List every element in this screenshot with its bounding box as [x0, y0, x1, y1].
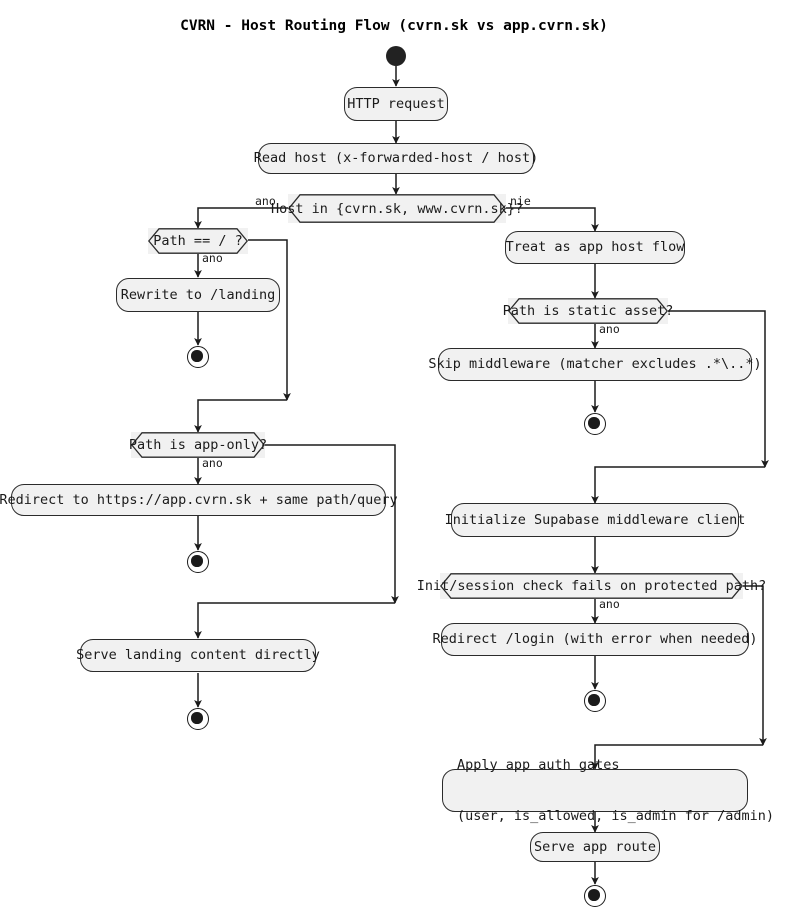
decision-host-in-cvrn[interactable]: Host in {cvrn.sk, www.cvrn.sk}?: [271, 194, 523, 223]
decision-init-session-fails[interactable]: Init/session check fails on protected pa…: [417, 573, 766, 599]
decision-path-is-app-only-label: Path is app-only?: [128, 437, 268, 453]
node-rewrite-to-landing[interactable]: Rewrite to /landing: [116, 278, 280, 312]
end-node-landing-rewrite: [187, 346, 209, 368]
end-node-serve-app-route: [584, 885, 606, 907]
diagram-title: CVRN - Host Routing Flow (cvrn.sk vs app…: [180, 18, 608, 34]
decision-init-session-fails-label: Init/session check fails on protected pa…: [416, 578, 767, 594]
edge-label-path-root-yes: ano: [202, 251, 223, 265]
apply-auth-gates-line-1: Apply app auth gates: [457, 756, 620, 773]
decision-host-in-cvrn-label: Host in {cvrn.sk, www.cvrn.sk}?: [271, 200, 523, 217]
apply-auth-gates-line-2: (user, is_allowed, is_admin for /admin): [457, 807, 774, 824]
edge-label-path-app-only-yes: ano: [202, 456, 223, 470]
edge-label-static-asset-yes: ano: [599, 322, 620, 336]
node-read-host[interactable]: Read host (x-forwarded-host / host): [254, 143, 538, 174]
node-serve-app-route[interactable]: Serve app route: [530, 832, 660, 862]
node-redirect-to-app-host[interactable]: Redirect to https://app.cvrn.sk + same p…: [0, 484, 398, 516]
node-treat-as-app-host-flow[interactable]: Treat as app host flow: [505, 231, 685, 264]
node-initialize-supabase-client[interactable]: Initialize Supabase middleware client: [445, 503, 745, 537]
node-serve-landing-content[interactable]: Serve landing content directly: [76, 639, 320, 672]
edge-label-init-session-yes: ano: [599, 597, 620, 611]
edge-label-host-yes: ano: [255, 194, 276, 208]
edge-label-host-no: nie: [510, 194, 531, 208]
decision-path-is-static-asset-label: Path is static asset?: [502, 303, 674, 319]
decision-path-is-root-label: Path == / ?: [153, 233, 243, 249]
decision-path-is-app-only[interactable]: Path is app-only?: [129, 432, 267, 458]
node-http-request[interactable]: HTTP request: [344, 87, 448, 121]
node-apply-app-auth-gates[interactable]: Apply app auth gates (user, is_allowed, …: [442, 757, 774, 824]
start-node: [386, 46, 406, 66]
end-node-redirect-login: [584, 690, 606, 712]
decision-path-is-static-asset[interactable]: Path is static asset?: [503, 298, 673, 324]
decision-path-is-root[interactable]: Path == / ?: [148, 228, 248, 254]
end-node-redirect-app: [187, 551, 209, 573]
node-skip-middleware[interactable]: Skip middleware (matcher excludes .*\..*…: [428, 348, 762, 381]
end-node-skip-middleware: [584, 413, 606, 435]
node-redirect-login[interactable]: Redirect /login (with error when needed): [432, 623, 758, 656]
end-node-serve-landing: [187, 708, 209, 730]
